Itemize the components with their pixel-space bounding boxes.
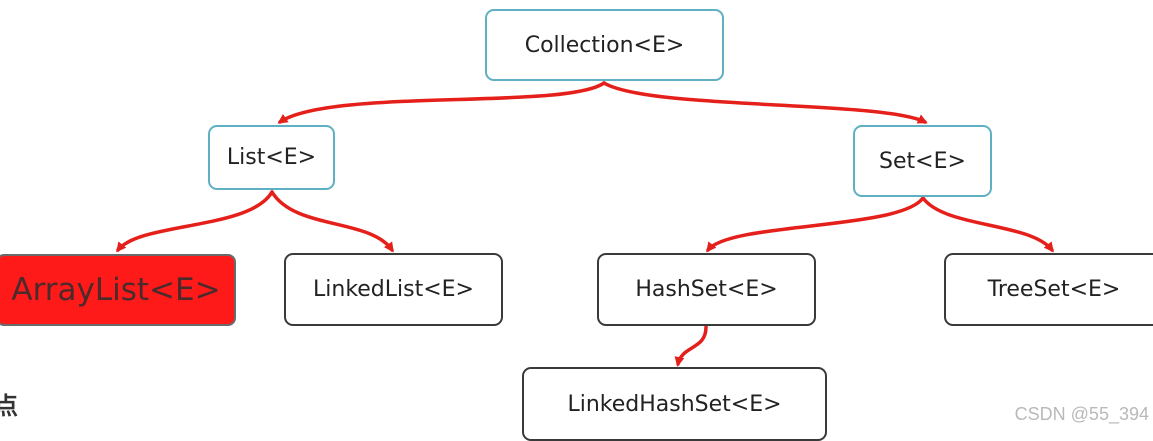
node-linkedhashset-label: LinkedHashSet<E> xyxy=(567,391,782,417)
node-set: Set<E> xyxy=(853,125,992,197)
cropped-side-text: 点 xyxy=(0,392,18,420)
arrow-list-to-linkedlist xyxy=(270,190,394,253)
node-set-label: Set<E> xyxy=(879,148,966,174)
node-linkedhashset: LinkedHashSet<E> xyxy=(522,367,827,441)
arrow-list-to-arraylist xyxy=(116,190,274,253)
arrow-set-to-hashset xyxy=(706,196,925,253)
watermark: CSDN @55_394 xyxy=(1014,404,1149,424)
arrow-hashset-to-linkedhashset xyxy=(674,325,708,367)
node-treeset-label: TreeSet<E> xyxy=(987,277,1121,302)
node-arraylist-label: ArrayList<E> xyxy=(11,272,221,308)
node-treeset: TreeSet<E> xyxy=(944,253,1153,326)
node-hashset: HashSet<E> xyxy=(597,253,816,326)
node-list: List<E> xyxy=(208,125,335,190)
node-linkedlist: LinkedList<E> xyxy=(284,253,503,326)
node-arraylist-highlighted: ArrayList<E> xyxy=(0,254,236,326)
node-linkedlist-label: LinkedList<E> xyxy=(313,277,474,302)
node-collection: Collection<E> xyxy=(485,9,724,81)
node-hashset-label: HashSet<E> xyxy=(635,277,778,302)
node-collection-label: Collection<E> xyxy=(524,32,685,58)
arrow-collection-to-set xyxy=(602,81,928,124)
node-list-label: List<E> xyxy=(226,145,317,170)
arrow-collection-to-list xyxy=(277,81,606,124)
arrow-set-to-treeset xyxy=(921,196,1054,253)
